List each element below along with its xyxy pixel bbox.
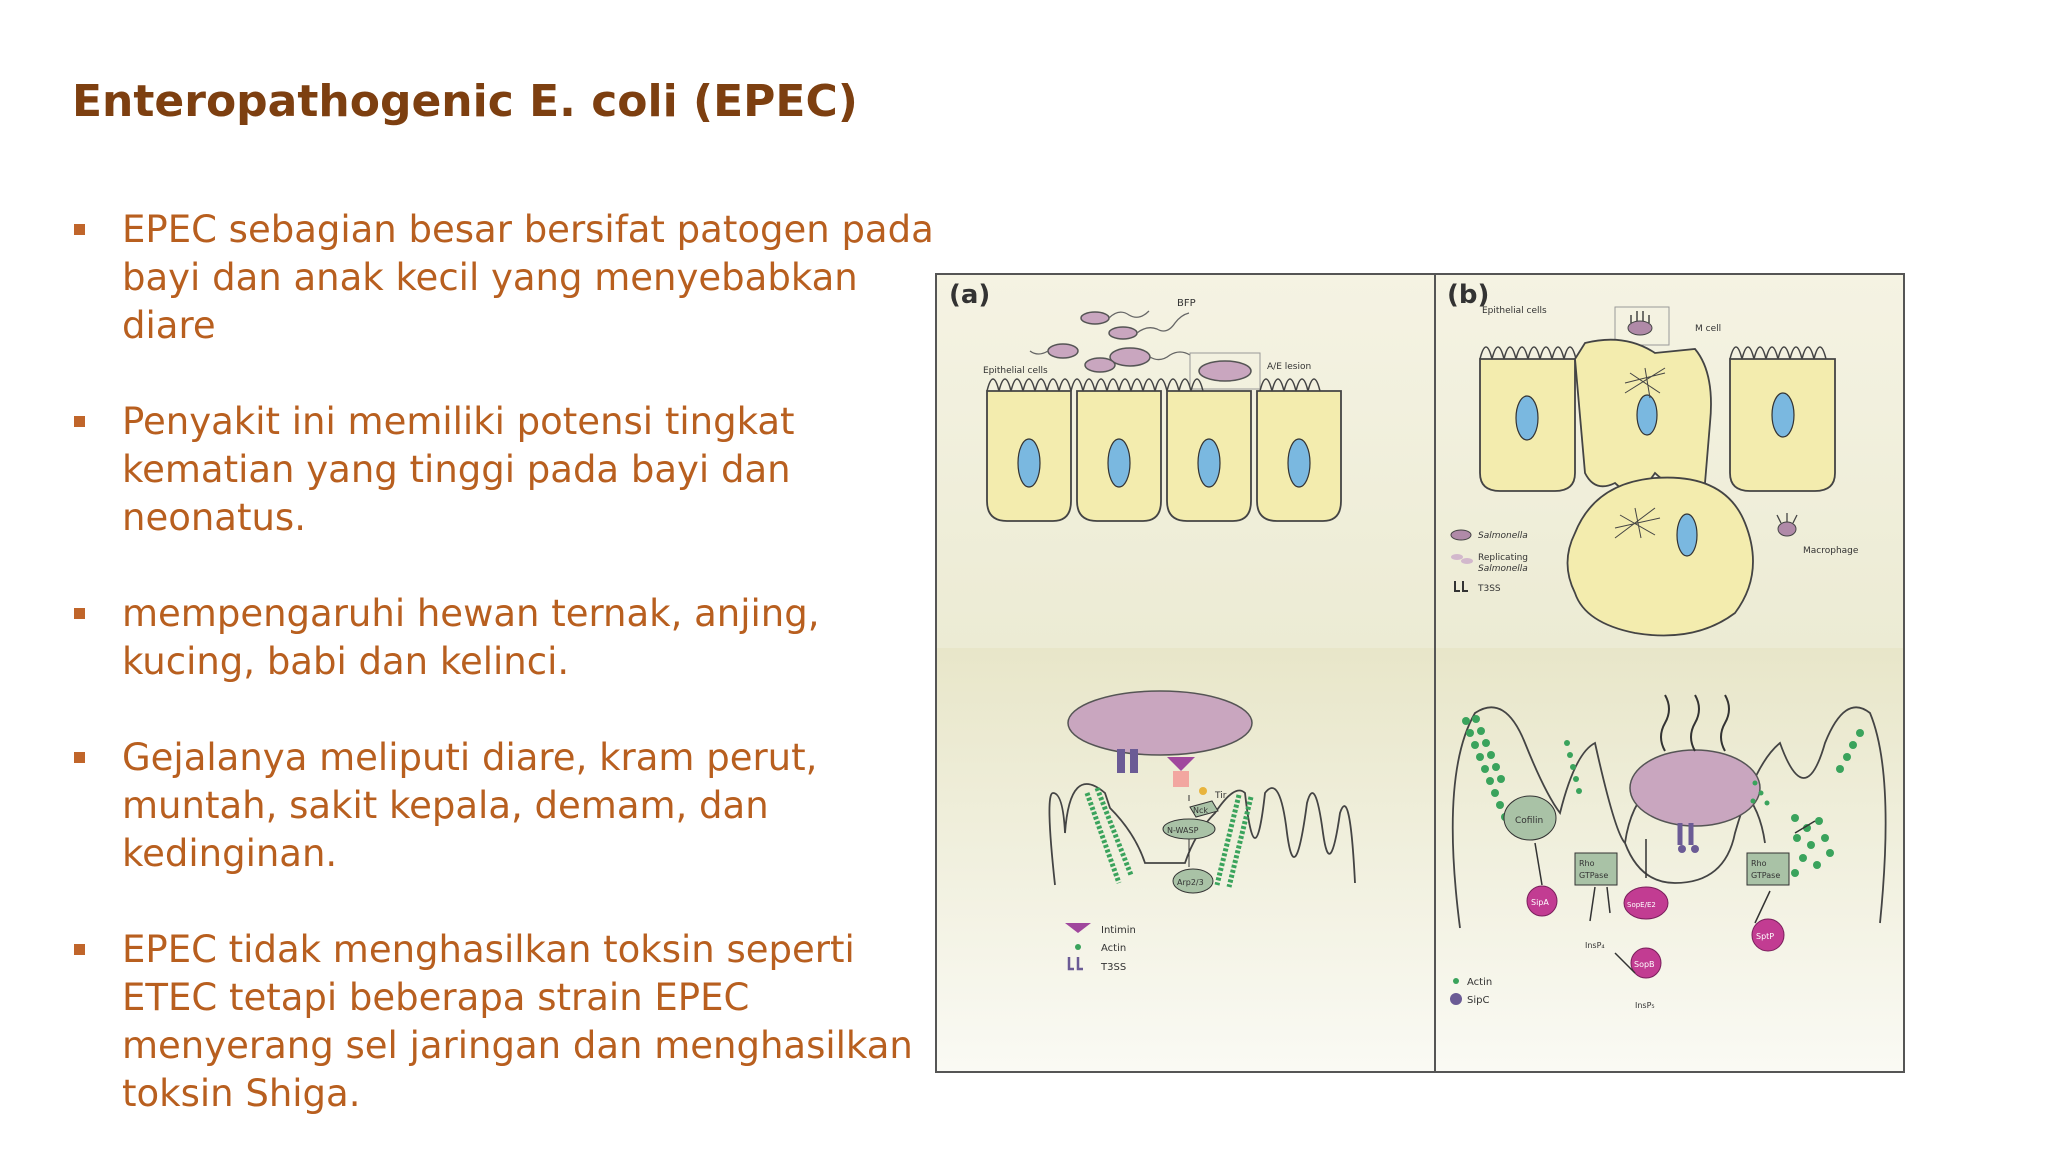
insp4-label: InsP₄	[1585, 941, 1605, 950]
legend-actin-b: Actin	[1467, 977, 1492, 988]
legend-t3ss-a: T3SS	[1100, 962, 1126, 973]
square-bullet-icon	[74, 608, 85, 619]
square-bullet-icon	[74, 752, 85, 763]
panel-b-label: (b)	[1447, 280, 1489, 310]
gtpase-label-2: GTPase	[1751, 871, 1780, 880]
bfp-bacteria	[1047, 311, 1151, 373]
cofilin-label: Cofilin	[1515, 816, 1543, 826]
bullet-item: mempengaruhi hewan ternak, anjing, kucin…	[72, 590, 952, 686]
arp-label: Arp2/3	[1177, 878, 1204, 887]
bullet-item: EPEC sebagian besar bersifat patogen pad…	[72, 206, 952, 350]
gtpase-label-1: GTPase	[1579, 871, 1608, 880]
bullet-item: Gejalanya meliputi diare, kram perut, mu…	[72, 734, 952, 878]
nck-label: Nck	[1193, 806, 1208, 815]
rho-label-2: Rho	[1751, 859, 1767, 868]
panel-a-bottom: Tir Nck N-WASP Arp2/3 Intimin Actin T3SS	[1048, 690, 1356, 973]
salmonella-bacterium	[1629, 749, 1761, 827]
effector-proteins	[1526, 885, 1785, 979]
square-bullet-icon	[74, 944, 85, 955]
nuclei-b	[1515, 392, 1795, 557]
panel-b-top: (b) Epithelial cells M cell Macrophage	[1447, 280, 1859, 637]
square-bullet-icon	[74, 416, 85, 427]
mcell-label: M cell	[1695, 324, 1721, 334]
sptp-label: SptP	[1756, 932, 1774, 941]
epithelial-label-b: Epithelial cells	[1482, 306, 1547, 316]
bullet-list: EPEC sebagian besar bersifat patogen pad…	[72, 206, 952, 1166]
sopb-label: SopB	[1634, 960, 1655, 969]
bfp-label: BFP	[1177, 298, 1196, 309]
bullet-item: EPEC tidak menghasilkan toksin seperti E…	[72, 926, 952, 1118]
bullet-item: Penyakit ini memiliki potensi tingkat ke…	[72, 398, 952, 542]
tir-label: Tir	[1214, 791, 1227, 801]
nwasp-label: N-WASP	[1167, 826, 1199, 835]
signal-arrows	[1534, 820, 1816, 974]
legend-salmonella: Salmonella	[1478, 531, 1528, 541]
epec-bacterium	[1067, 690, 1253, 756]
panel-b-bottom: Cofilin Rho GTPase Rho GTPase SipA SopE/…	[1450, 694, 1887, 1010]
panel-a-label: (a)	[949, 280, 990, 310]
epithelial-label-a: Epithelial cells	[983, 366, 1048, 376]
rho-label-1: Rho	[1579, 859, 1595, 868]
bullet-text: EPEC tidak menghasilkan toksin seperti E…	[122, 928, 913, 1115]
macrophage-label: Macrophage	[1803, 546, 1859, 556]
nuclei-a	[1017, 438, 1311, 488]
legend-salmonella-2: Salmonella	[1478, 564, 1528, 574]
ae-lesion-label: A/E lesion	[1267, 362, 1311, 372]
bullet-text: Gejalanya meliputi diare, kram perut, mu…	[122, 736, 818, 875]
legend-t3ss-b: T3SS	[1477, 584, 1501, 594]
replicating-salmonella-clusters	[1614, 367, 1666, 539]
pathogenesis-figure: (a) BFP Epithelial cells A/E lesion	[935, 273, 1905, 1073]
legend-sipc: SipC	[1467, 995, 1489, 1006]
slide-title: Enteropathogenic E. coli (EPEC)	[72, 76, 858, 127]
sipa-label: SipA	[1531, 898, 1549, 907]
bullet-text: EPEC sebagian besar bersifat patogen pad…	[122, 208, 934, 347]
sope-label: SopE/E2	[1627, 901, 1656, 909]
panel-a-top: (a) BFP Epithelial cells A/E lesion	[949, 280, 1342, 522]
legend-replicating: Replicating	[1478, 553, 1528, 563]
actin-filaments-a	[1084, 787, 1254, 888]
legend-actin-a: Actin	[1101, 943, 1126, 954]
legend-intimin: Intimin	[1101, 925, 1136, 936]
bullet-text: mempengaruhi hewan ternak, anjing, kucin…	[122, 592, 820, 683]
insp5-label: InsP₅	[1635, 1001, 1655, 1010]
bullet-text: Penyakit ini memiliki potensi tingkat ke…	[122, 400, 795, 539]
square-bullet-icon	[74, 224, 85, 235]
pathogenesis-diagram: (a) BFP Epithelial cells A/E lesion	[935, 273, 1905, 1073]
